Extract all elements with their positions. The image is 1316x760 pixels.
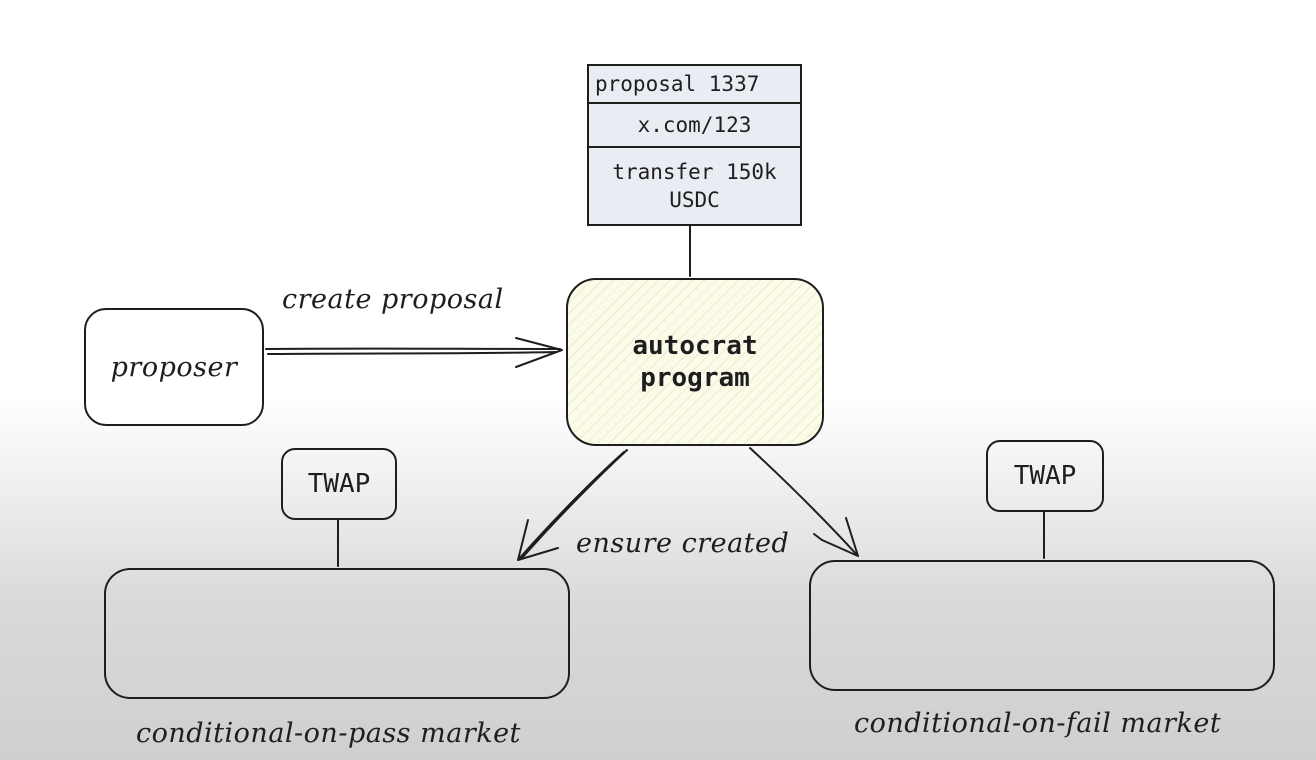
create-proposal-arrowhead	[515, 337, 563, 368]
pass-twap-node: TWAP	[281, 448, 397, 520]
autocrat-program-node: autocrat program	[566, 278, 824, 446]
proposal-action-line2: USDC	[669, 188, 720, 212]
pass-twap-label: TWAP	[307, 469, 371, 499]
proposal-link: x.com/123	[637, 113, 752, 137]
create-proposal-arrow-line-2	[267, 351, 557, 355]
proposal-title: proposal 1337	[595, 72, 760, 96]
proposer-label: proposer	[110, 351, 238, 383]
proposal-title-cell: proposal 1337	[587, 64, 802, 104]
pass-market-arrow-line-2	[517, 451, 625, 561]
pass-market-label: conditional-on-pass market	[136, 718, 521, 749]
proposal-link-cell: x.com/123	[587, 102, 802, 148]
pass-market-node	[104, 568, 570, 699]
fail-market-node	[809, 560, 1275, 691]
fail-market-arrowhead-tail	[813, 533, 823, 541]
autocrat-label-line1: autocrat	[632, 331, 758, 361]
ensure-created-label: ensure created	[576, 528, 790, 559]
create-proposal-label: create proposal	[282, 284, 504, 315]
fail-market-arrowhead	[821, 517, 859, 557]
pass-market-arrowhead	[517, 519, 559, 561]
fail-market-arrow-line	[749, 447, 859, 557]
fail-market-label: conditional-on-fail market	[854, 708, 1222, 739]
autocrat-label-line2: program	[640, 363, 750, 393]
fail-twap-node: TWAP	[986, 440, 1104, 512]
proposal-action-cell: transfer 150k USDC	[587, 146, 802, 226]
proposal-action-line1: transfer 150k	[612, 160, 777, 184]
fail-twap-label: TWAP	[1013, 461, 1077, 491]
proposer-node: proposer	[84, 308, 264, 426]
